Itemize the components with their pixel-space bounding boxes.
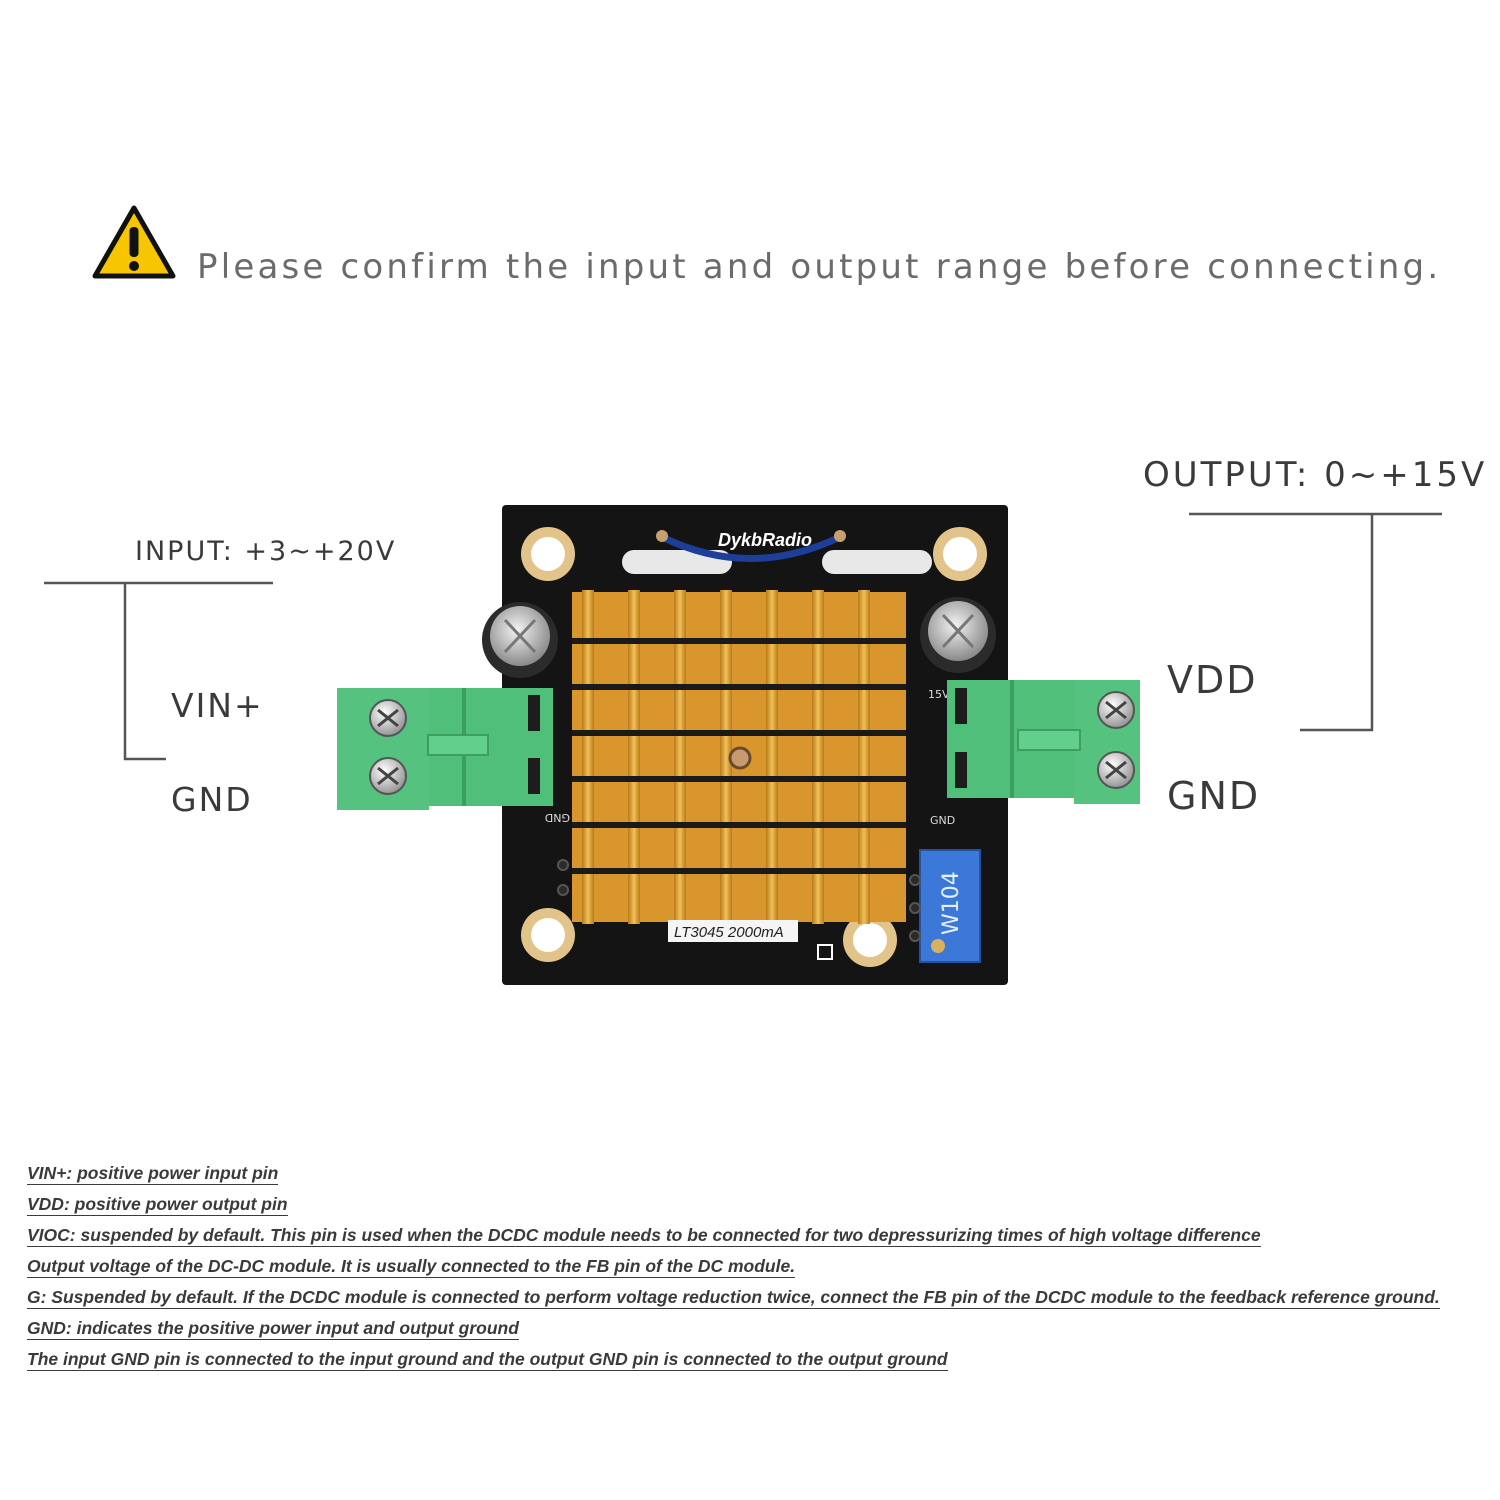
description-line: The input GND pin is connected to the in… [27,1349,948,1371]
description-line: GND: indicates the positive power input … [27,1318,519,1340]
input-bracket-line [123,583,166,761]
description-line: VDD: positive power output pin [27,1194,288,1216]
heatsink-screw [728,746,752,770]
silk-gnd-left: GND [545,811,570,824]
potentiometer: W104 [919,849,981,963]
jumper-wire [660,533,842,562]
description-line: G: Suspended by default. If the DCDC mod… [27,1287,1440,1309]
pcb-slot-right [822,550,932,574]
description-line: Output voltage of the DC-DC module. It i… [27,1256,796,1278]
model-label-bg [668,920,798,942]
output-bracket-line [1300,514,1374,732]
model-silkscreen: LT3045 2000mA [674,924,784,941]
capacitor-right [920,597,996,673]
warning-triangle-icon [92,205,176,279]
pin-descriptions: VIN+: positive power input pin VDD: posi… [27,1162,1477,1379]
description-line: VIN+: positive power input pin [27,1163,279,1185]
warning-banner: Please confirm the input and output rang… [92,205,1438,287]
mounting-holes [521,527,987,967]
silk-gnd-right: GND [930,814,955,827]
output-range-label: OUTPUT: 0~+15V [1143,455,1488,495]
capacitor-left [482,602,558,678]
output-terminal-block [947,680,1140,804]
pin-label-gnd-output: GND [1167,774,1261,818]
pot-label: W104 [939,871,964,935]
pin-label-vin: VIN+ [171,686,264,725]
input-terminal-block [337,688,553,810]
description-line: VIOC: suspended by default. This pin is … [27,1225,1261,1247]
warning-text: Please confirm the input and output rang… [197,247,1442,287]
brand-silkscreen: DykbRadio [718,530,812,550]
pin-label-vdd: VDD [1167,658,1258,702]
pin-label-gnd-input: GND [171,780,253,819]
heatsink [572,590,906,924]
regulator-board: DykbRadio LT304 [337,505,1140,985]
input-range-label: INPUT: +3~+20V [135,536,397,567]
